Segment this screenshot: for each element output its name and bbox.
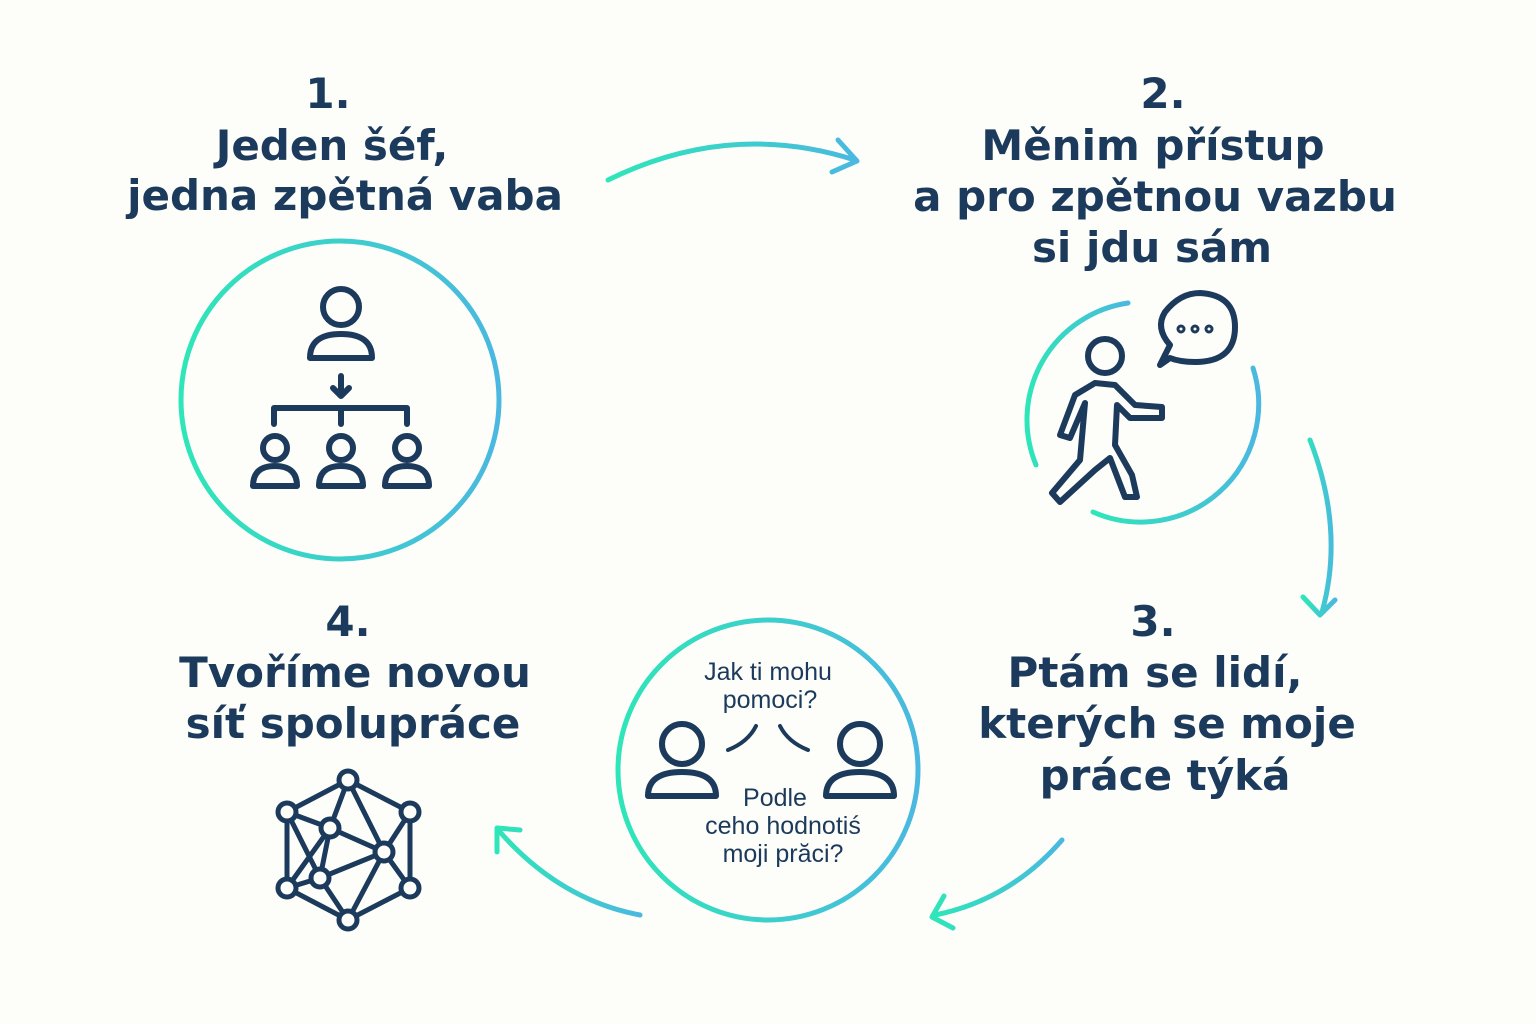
step-4: 4. Tvoříme novou síť spolupráce bbox=[179, 597, 531, 932]
step-4-line-1: Tvoříme novou bbox=[179, 648, 531, 697]
dialogue-icon bbox=[645, 721, 897, 799]
arrow-2-to-3 bbox=[1300, 437, 1338, 618]
step-2-broken-ring bbox=[1024, 300, 1131, 468]
step-3-number: 3. bbox=[1130, 597, 1175, 646]
step-1-number: 1. bbox=[305, 69, 350, 118]
question-2-line-2: ceho hodnotiś bbox=[705, 812, 861, 840]
question-1-line-2: pomoci? bbox=[723, 686, 818, 714]
step-1-line-1: Jeden šéf, bbox=[213, 121, 449, 170]
walking-person-speech-icon bbox=[1049, 290, 1238, 505]
step-3-line-1: Ptám se lidí, bbox=[1008, 648, 1303, 697]
step-2-line-1: Měnim přístup bbox=[981, 121, 1324, 170]
arrow-dialogue-to-4 bbox=[494, 825, 643, 918]
question-1-line-1: Jak ti mohu bbox=[704, 658, 832, 686]
step-2-number: 2. bbox=[1140, 69, 1185, 118]
step-2: 2. Měnim přístup a pro zpětnou vazbu si … bbox=[913, 69, 1397, 525]
step-3-line-3: práce týká bbox=[1040, 751, 1291, 800]
step-3: 3. Ptám se lidí, kterých se moje práce t… bbox=[978, 597, 1356, 800]
dialogue-ring bbox=[615, 617, 921, 923]
question-2-line-1: Podle bbox=[743, 784, 807, 812]
step-3-line-2: kterých se moje bbox=[978, 699, 1356, 748]
dialogue-circle: Jak ti mohu pomoci? Podle ceho hodnotiś … bbox=[615, 617, 921, 923]
step-1: 1. Jeden šéf, jedna zpětná vaba bbox=[125, 69, 563, 562]
network-icon bbox=[275, 768, 422, 932]
step-2-line-2: a pro zpětnou vazbu bbox=[913, 172, 1397, 221]
step-1-ring bbox=[178, 238, 502, 562]
question-2-line-3: moji prăci? bbox=[723, 840, 844, 868]
step-4-number: 4. bbox=[325, 597, 370, 646]
step-4-line-2: síť spolupráce bbox=[186, 699, 521, 748]
step-1-line-2: jedna zpětná vaba bbox=[125, 171, 563, 220]
hierarchy-icon bbox=[250, 286, 432, 489]
arrow-1-to-2 bbox=[605, 137, 860, 183]
step-2-line-3: si jdu sám bbox=[1032, 223, 1272, 272]
arrow-3-to-dialogue bbox=[929, 837, 1065, 931]
step-2-broken-ring-2 bbox=[1090, 365, 1262, 525]
